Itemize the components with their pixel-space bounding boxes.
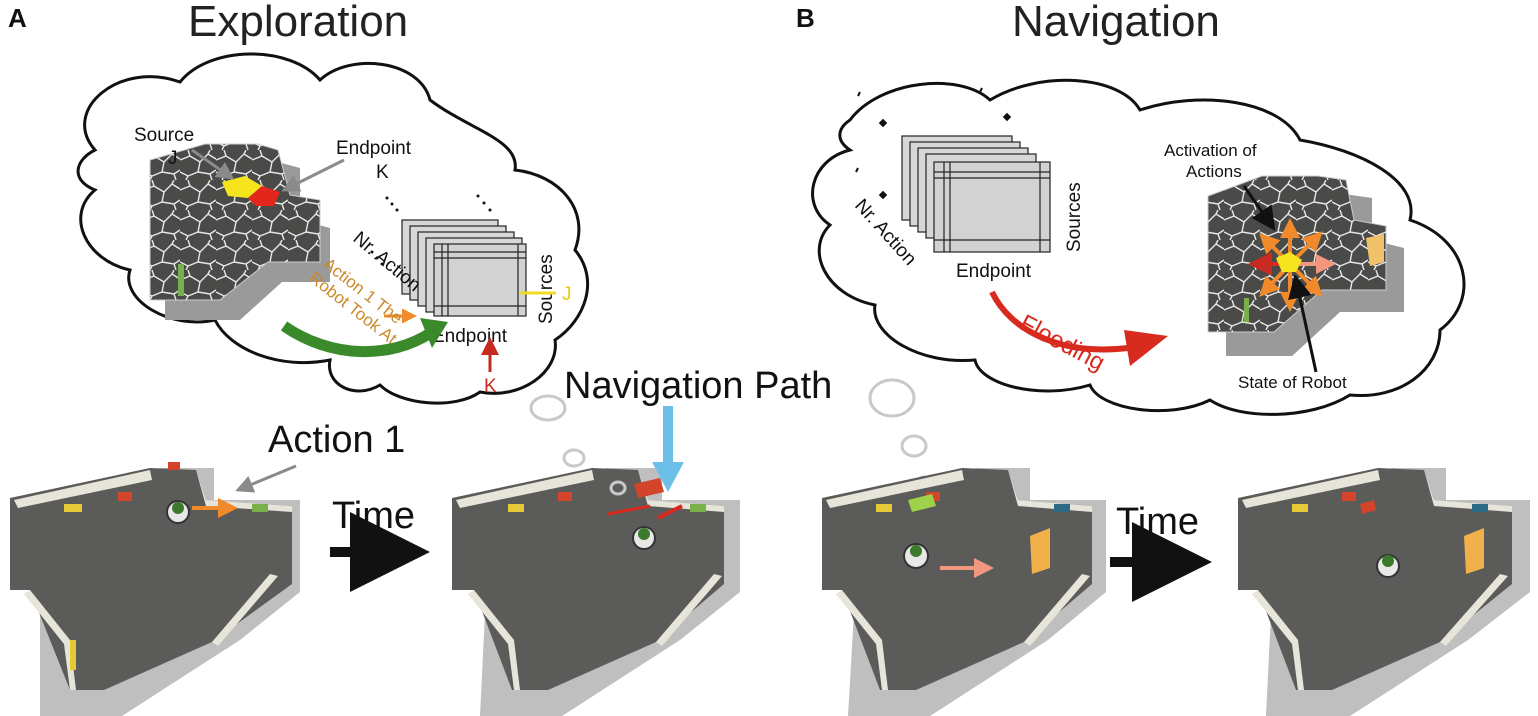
panel-b: B Navigation Nr. Action Endpoint Sources… xyxy=(796,0,1530,716)
state-pointer xyxy=(1288,274,1318,373)
marker-k: K xyxy=(484,376,497,397)
navigation-path-arrowhead xyxy=(652,462,684,492)
endpoint-pointer-arrow xyxy=(281,158,345,192)
thought-bubbles-b xyxy=(868,378,934,493)
green-update-arrowhead xyxy=(420,318,448,348)
flooding-arrowhead xyxy=(1124,330,1168,366)
axis-sources-b: Sources xyxy=(1064,182,1085,252)
action-1-label: Action 1 xyxy=(268,419,405,461)
dimension-dots-a xyxy=(370,194,492,266)
activation-line-2: Actions xyxy=(1186,162,1242,181)
matrix-stack-a xyxy=(401,219,527,317)
arena-scene-2 xyxy=(452,468,740,716)
arena-scene-4 xyxy=(1238,468,1530,716)
arena-scene-3 xyxy=(822,468,1106,716)
activation-pointer xyxy=(1242,185,1276,231)
axis-endpoint-b: Endpoint xyxy=(956,261,1032,282)
flooding-arrow xyxy=(989,290,1129,353)
panel-a-title: Exploration xyxy=(188,0,408,46)
panel-a-letter: A xyxy=(8,3,27,33)
endpoint-id: K xyxy=(376,162,389,183)
source-pointer-arrow xyxy=(191,148,235,180)
time-label-a: Time xyxy=(332,495,415,537)
endpoint-label: Endpoint xyxy=(336,138,412,159)
state-of-robot-label: State of Robot xyxy=(1238,373,1347,392)
navigation-path-label: Navigation Path xyxy=(564,365,832,407)
arena-scene-1 xyxy=(10,462,300,716)
axis-sources-a: Sources xyxy=(536,254,557,324)
voronoi-map-a xyxy=(149,143,330,320)
thought-bubbles-a xyxy=(529,394,627,496)
voronoi-map-b xyxy=(1207,175,1404,356)
marker-j: J xyxy=(562,284,572,305)
green-update-arrow xyxy=(280,321,436,358)
source-id: J xyxy=(168,148,178,169)
panel-b-letter: B xyxy=(796,3,815,33)
source-label: Source xyxy=(134,125,194,146)
panel-a: A Exploration Source J Endpoint K xyxy=(8,0,740,716)
activation-line-1: Activation of xyxy=(1164,141,1257,160)
time-label-b: Time xyxy=(1116,501,1199,543)
matrix-stack-b xyxy=(901,135,1051,253)
panel-b-title: Navigation xyxy=(1012,0,1220,46)
action-1-pointer xyxy=(235,464,297,493)
